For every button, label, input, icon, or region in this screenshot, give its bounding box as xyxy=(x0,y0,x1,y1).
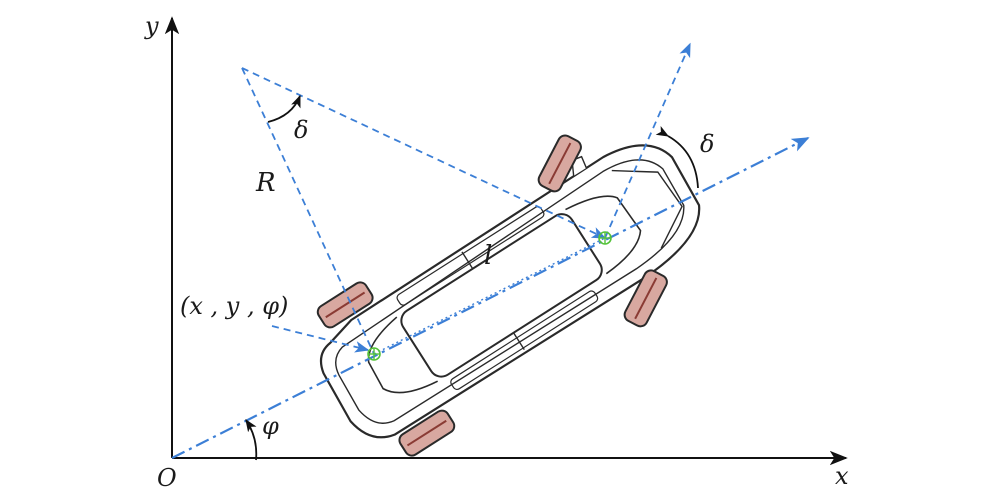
origin-label: O xyxy=(157,464,177,492)
angle-arcs xyxy=(245,94,699,461)
delta-arc-front xyxy=(655,125,699,189)
x-axis-label: x xyxy=(835,462,849,490)
steer-angle-top-label: δ xyxy=(294,116,308,144)
construction-lines xyxy=(171,42,810,459)
coordinate-axes: x y O xyxy=(144,12,849,492)
pose-label: (x , y , φ) xyxy=(180,292,288,320)
rear-right-tire xyxy=(398,409,456,457)
pose-pointer xyxy=(271,325,370,353)
wheelbase-line xyxy=(373,237,606,355)
car-body-inner xyxy=(335,159,685,424)
wheelbase-label: l xyxy=(484,241,492,271)
steer-angle-front-label: δ xyxy=(700,130,714,158)
heading-angle-label: φ xyxy=(262,412,279,440)
y-axis-label: y xyxy=(144,12,159,40)
delta-arc-top xyxy=(267,94,301,123)
car-roof xyxy=(400,213,603,378)
vehicle xyxy=(316,134,701,457)
phi-arc xyxy=(245,418,258,461)
car-rear-window xyxy=(367,316,439,394)
rear-axle-point xyxy=(367,347,381,361)
car-door-line-bottom xyxy=(512,332,525,351)
front-left-tire xyxy=(537,134,582,193)
front-axle-point xyxy=(598,231,612,245)
car-door-line-top xyxy=(461,251,474,270)
heading-axis-line xyxy=(171,137,810,459)
icr-front-line xyxy=(241,67,607,239)
radius-label: R xyxy=(255,168,276,198)
rear-left-tire xyxy=(316,281,374,329)
front-right-tire xyxy=(623,269,668,328)
car-side-window-bottom xyxy=(450,290,599,391)
car-side-window-top xyxy=(396,206,545,306)
car-windshield xyxy=(565,195,642,275)
radius-line xyxy=(241,67,375,355)
